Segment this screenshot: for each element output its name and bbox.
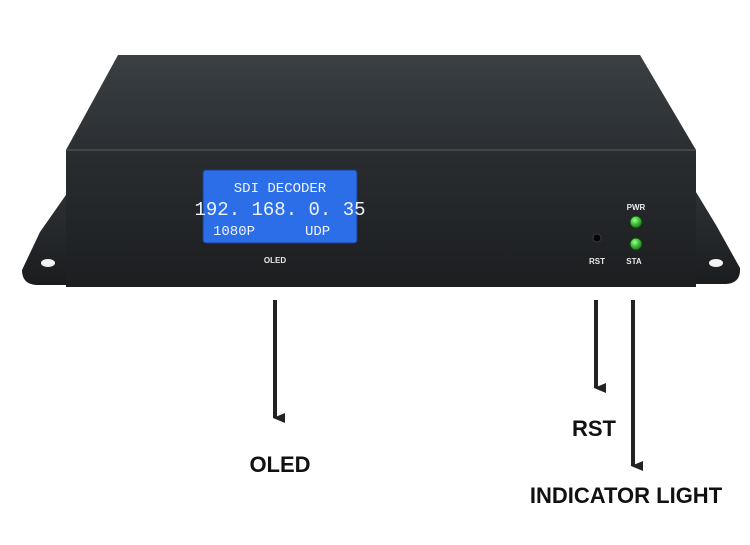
left-ear-hole <box>41 259 55 267</box>
chassis-top <box>66 55 696 150</box>
chassis-front-panel <box>66 150 696 287</box>
oled-callout-label: OLED <box>249 452 310 477</box>
oled-display <box>202 169 358 244</box>
pwr-led <box>629 215 643 229</box>
right-mounting-ear <box>694 192 741 284</box>
sta-panel-label: STA <box>626 257 642 266</box>
reset-button-hole[interactable] <box>592 233 602 243</box>
display-line-3-right: UDP <box>305 224 330 240</box>
right-ear-hole <box>709 259 723 267</box>
display-line-3-left: 1080P <box>213 224 255 240</box>
display-line-1: SDI DECODER <box>234 181 327 197</box>
display-line-2: 192. 168. 0. 35 <box>194 199 365 221</box>
left-mounting-ear <box>22 192 70 285</box>
indicator-light-callout-label: INDICATOR LIGHT <box>530 483 723 508</box>
sta-led <box>629 237 643 251</box>
pwr-panel-label: PWR <box>627 203 646 212</box>
oled-panel-label: OLED <box>264 256 286 265</box>
rst-panel-label: RST <box>589 257 605 266</box>
rst-callout-label: RST <box>572 416 617 441</box>
